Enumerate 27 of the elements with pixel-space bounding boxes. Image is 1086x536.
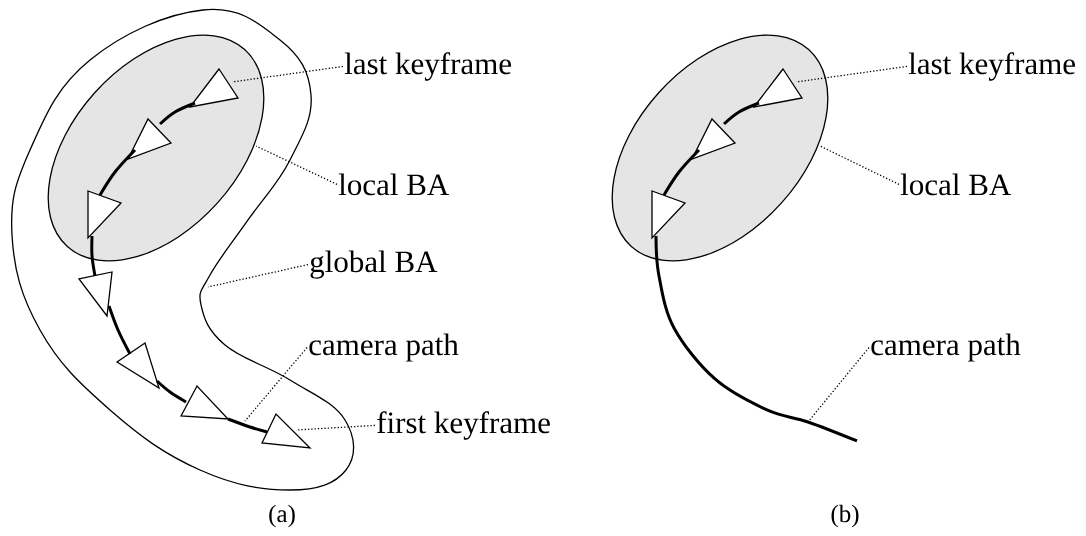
callout-label: camera path [309, 333, 459, 362]
callout-label: local BA [900, 173, 1012, 196]
leader-line [795, 65, 908, 83]
callout-label: last keyframe [344, 52, 511, 81]
leader-line [819, 145, 900, 186]
leader-line [244, 346, 308, 422]
callout-label: last keyframe [908, 52, 1075, 81]
leader-line [207, 263, 309, 288]
camera-path-segment [156, 379, 187, 404]
callout-label: global BA [310, 250, 438, 279]
camera-path-segment [654, 235, 858, 443]
callout-label: camera path [871, 333, 1021, 362]
leader-line [807, 346, 870, 423]
camera-path-segment [107, 305, 132, 355]
camera-path-segment [723, 101, 760, 126]
camera-path-segment [90, 235, 97, 277]
leader-line [231, 65, 344, 83]
leader-line [295, 424, 376, 431]
panel-label: (a) [269, 504, 295, 528]
camera-path-segment [227, 417, 268, 434]
callout-label: first keyframe [377, 411, 550, 440]
camera-path-segment [98, 148, 137, 196]
leader-line [255, 145, 338, 186]
camera-path-segment [159, 101, 196, 126]
callout-label: local BA [338, 173, 450, 196]
camera-path-segment [662, 148, 701, 196]
panel-label: (b) [831, 504, 859, 528]
